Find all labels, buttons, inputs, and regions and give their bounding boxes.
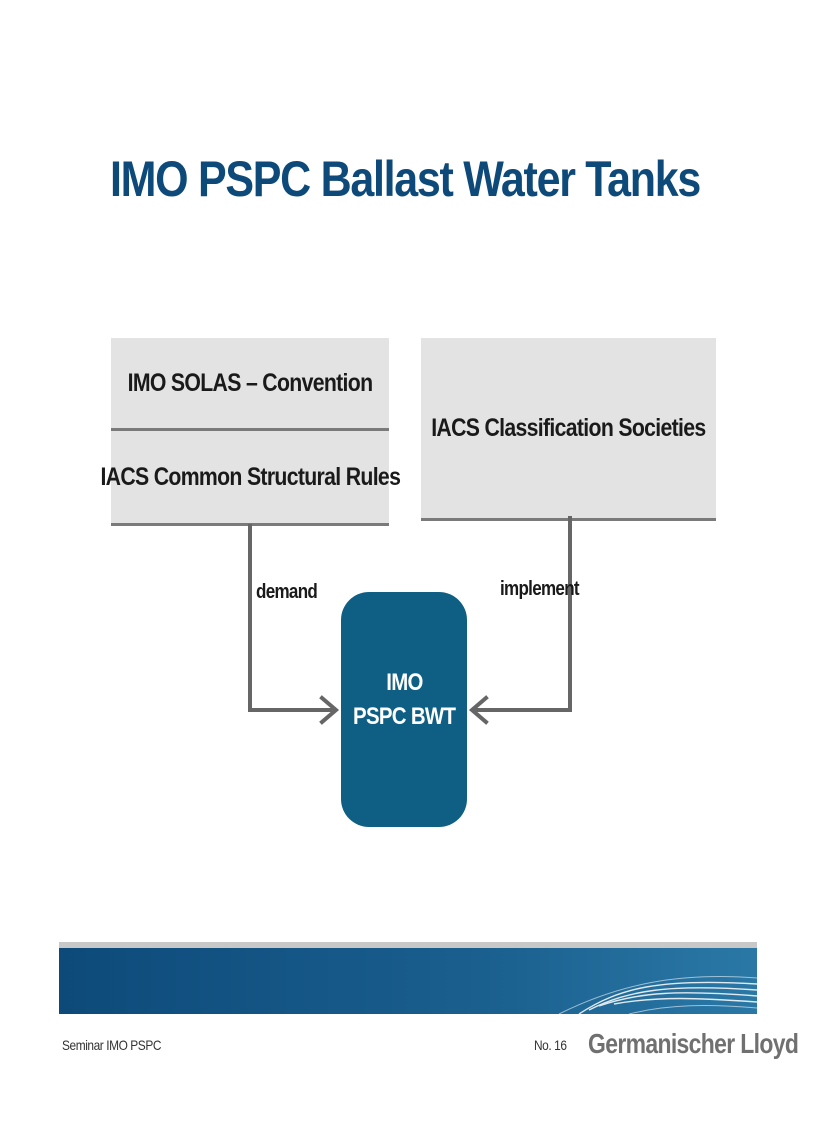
classification-societies-label: IACS Classification Societies <box>431 413 706 442</box>
implement-arrowhead <box>468 695 489 725</box>
footer-band-divider <box>59 942 757 948</box>
wave-icon <box>558 976 757 1014</box>
imo-pspc-bwt-node: IMO PSPC BWT <box>341 592 467 827</box>
implement-connector <box>472 516 572 712</box>
germanischer-lloyd-logo: Germanischer Lloyd <box>588 1028 799 1059</box>
center-label-line1: IMO <box>385 668 423 696</box>
solas-convention-box: IMO SOLAS – Convention <box>111 338 389 428</box>
center-label-line2: PSPC BWT <box>352 702 456 730</box>
footer-wave-band <box>59 948 757 1014</box>
box-divider <box>111 428 389 431</box>
demand-connector <box>248 524 336 712</box>
iacs-csr-label: IACS Common Structural Rules <box>100 462 400 491</box>
implement-label: implement <box>500 578 580 600</box>
classification-societies-box: IACS Classification Societies <box>421 338 716 521</box>
page-number: No. 16 <box>534 1037 567 1053</box>
demand-arrowhead <box>319 695 340 725</box>
page-title: IMO PSPC Ballast Water Tanks <box>110 151 701 207</box>
demand-label: demand <box>256 581 318 603</box>
seminar-footer-text: Seminar IMO PSPC <box>62 1037 162 1053</box>
solas-convention-label: IMO SOLAS – Convention <box>127 368 373 397</box>
